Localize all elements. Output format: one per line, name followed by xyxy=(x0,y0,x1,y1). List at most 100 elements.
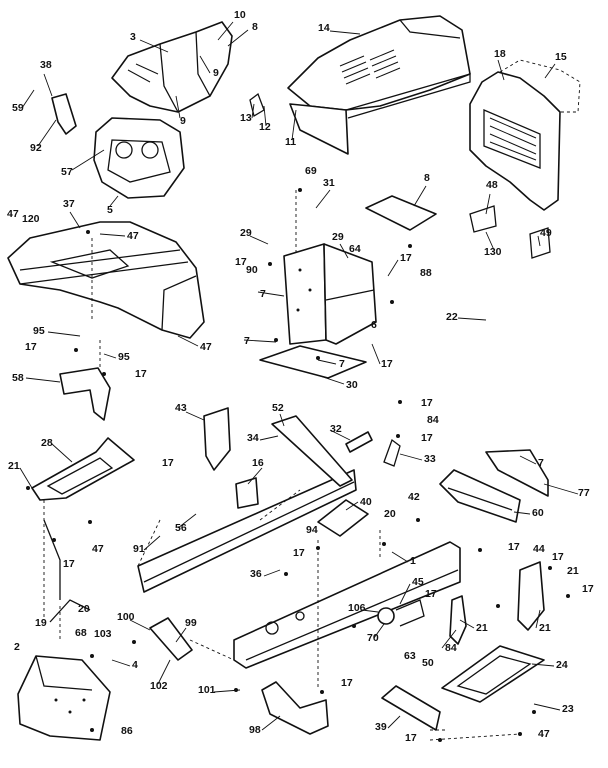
callout-c11: 11 xyxy=(285,136,296,148)
part-30-floor-plate xyxy=(259,345,367,379)
callout-c68: 68 xyxy=(75,627,87,639)
callout-c101: 101 xyxy=(198,684,216,696)
callout-c1: 1 xyxy=(410,555,416,567)
part-14-hood xyxy=(287,15,471,155)
callout-c84a: 84 xyxy=(427,414,439,426)
callout-c18: 18 xyxy=(494,48,506,60)
callout-c24: 24 xyxy=(556,659,568,671)
part-70-pulley xyxy=(377,599,425,627)
callout-c17i: 17 xyxy=(293,547,305,559)
callout-c86: 86 xyxy=(121,725,133,737)
callout-c33: 33 xyxy=(424,453,436,465)
callout-c17h: 17 xyxy=(162,457,174,469)
callout-c17e: 17 xyxy=(135,368,147,380)
callout-c30: 30 xyxy=(346,379,358,391)
callout-c40: 40 xyxy=(360,496,372,508)
part-28-footrest xyxy=(31,437,135,501)
callout-c17o: 17 xyxy=(341,677,353,689)
callout-c38: 38 xyxy=(40,59,52,71)
callout-c20a: 20 xyxy=(384,508,396,520)
part-58-bracket xyxy=(59,367,111,421)
callout-c92: 92 xyxy=(30,142,42,154)
callout-c12: 12 xyxy=(259,121,271,133)
part-91-frame-rail xyxy=(137,469,357,593)
callout-c60: 60 xyxy=(532,507,544,519)
callout-c16: 16 xyxy=(252,457,264,469)
callout-c17m: 17 xyxy=(582,583,594,595)
alignment-lines xyxy=(43,190,521,741)
callout-c50: 50 xyxy=(422,657,434,669)
callout-c63: 63 xyxy=(404,650,416,662)
callout-c37: 37 xyxy=(63,198,75,210)
callout-c21a: 21 xyxy=(8,460,20,472)
part-37-fender xyxy=(7,221,205,339)
callout-c56: 56 xyxy=(175,522,187,534)
callout-c47b: 47 xyxy=(127,230,139,242)
callout-c19: 19 xyxy=(35,617,47,629)
callout-c47a: 47 xyxy=(7,208,19,220)
callout-c45: 45 xyxy=(412,576,424,588)
callout-c120: 120 xyxy=(22,213,40,225)
callout-c17c: 17 xyxy=(25,341,37,353)
callout-c7a: 7 xyxy=(260,288,266,300)
part-18-dash-panel xyxy=(469,59,581,211)
callout-c17g: 17 xyxy=(421,432,433,444)
callout-c64: 64 xyxy=(349,243,361,255)
callout-c36: 36 xyxy=(250,568,262,580)
callout-c8a: 8 xyxy=(252,21,258,33)
part-39-bracket xyxy=(381,685,441,731)
part-99-rod xyxy=(149,617,193,661)
part-8-plate xyxy=(365,195,437,231)
callout-c77: 77 xyxy=(578,487,590,499)
callout-c17k: 17 xyxy=(552,551,564,563)
callout-c102: 102 xyxy=(150,680,168,692)
part-43-bracket xyxy=(203,407,231,471)
callout-c106: 106 xyxy=(348,602,366,614)
callout-c17n: 17 xyxy=(425,588,437,600)
callout-c98: 98 xyxy=(249,724,261,736)
callout-c99: 99 xyxy=(185,617,197,629)
callout-c34: 34 xyxy=(247,432,259,444)
callout-c2: 2 xyxy=(14,641,20,653)
callout-c48: 48 xyxy=(486,179,498,191)
callout-c17j: 17 xyxy=(508,541,520,553)
callout-c103: 103 xyxy=(94,628,112,640)
part-33-link xyxy=(383,438,401,467)
part-7-plate xyxy=(485,449,549,497)
callout-c17l: 17 xyxy=(63,558,75,570)
part-92-bracket xyxy=(51,93,77,135)
part-40-bracket xyxy=(317,499,369,537)
part-13-bracket xyxy=(249,92,265,118)
part-1-frame-rail xyxy=(233,541,461,669)
callout-c17b: 17 xyxy=(235,256,247,268)
callout-c9b: 9 xyxy=(180,115,186,127)
callout-c7c: 7 xyxy=(339,358,345,370)
callout-c49: 49 xyxy=(540,227,552,239)
part-24-footrest xyxy=(441,645,545,703)
callout-c47c: 47 xyxy=(200,341,212,353)
callout-c21d: 21 xyxy=(539,622,551,634)
part-32-pin xyxy=(345,431,373,453)
part-84-bar xyxy=(449,595,467,645)
callout-c70: 70 xyxy=(367,632,379,644)
callout-c47d: 47 xyxy=(92,543,104,555)
callout-c57: 57 xyxy=(61,166,73,178)
callout-c31: 31 xyxy=(323,177,335,189)
callout-c17d: 17 xyxy=(381,358,393,370)
callout-c95a: 95 xyxy=(33,325,45,337)
callout-c17p: 17 xyxy=(405,732,417,744)
callout-c14: 14 xyxy=(318,22,330,34)
callout-c17a: 17 xyxy=(400,252,412,264)
callout-c29b: 29 xyxy=(332,231,344,243)
part-60-bumper xyxy=(439,469,521,523)
callout-c90: 90 xyxy=(246,264,258,276)
callout-c4: 4 xyxy=(132,659,138,671)
callout-c3: 3 xyxy=(130,31,136,43)
part-5-dash-tower xyxy=(93,117,185,199)
hardware-dots xyxy=(26,188,570,742)
callout-c84b: 84 xyxy=(445,642,457,654)
part-16-plate xyxy=(235,477,259,509)
